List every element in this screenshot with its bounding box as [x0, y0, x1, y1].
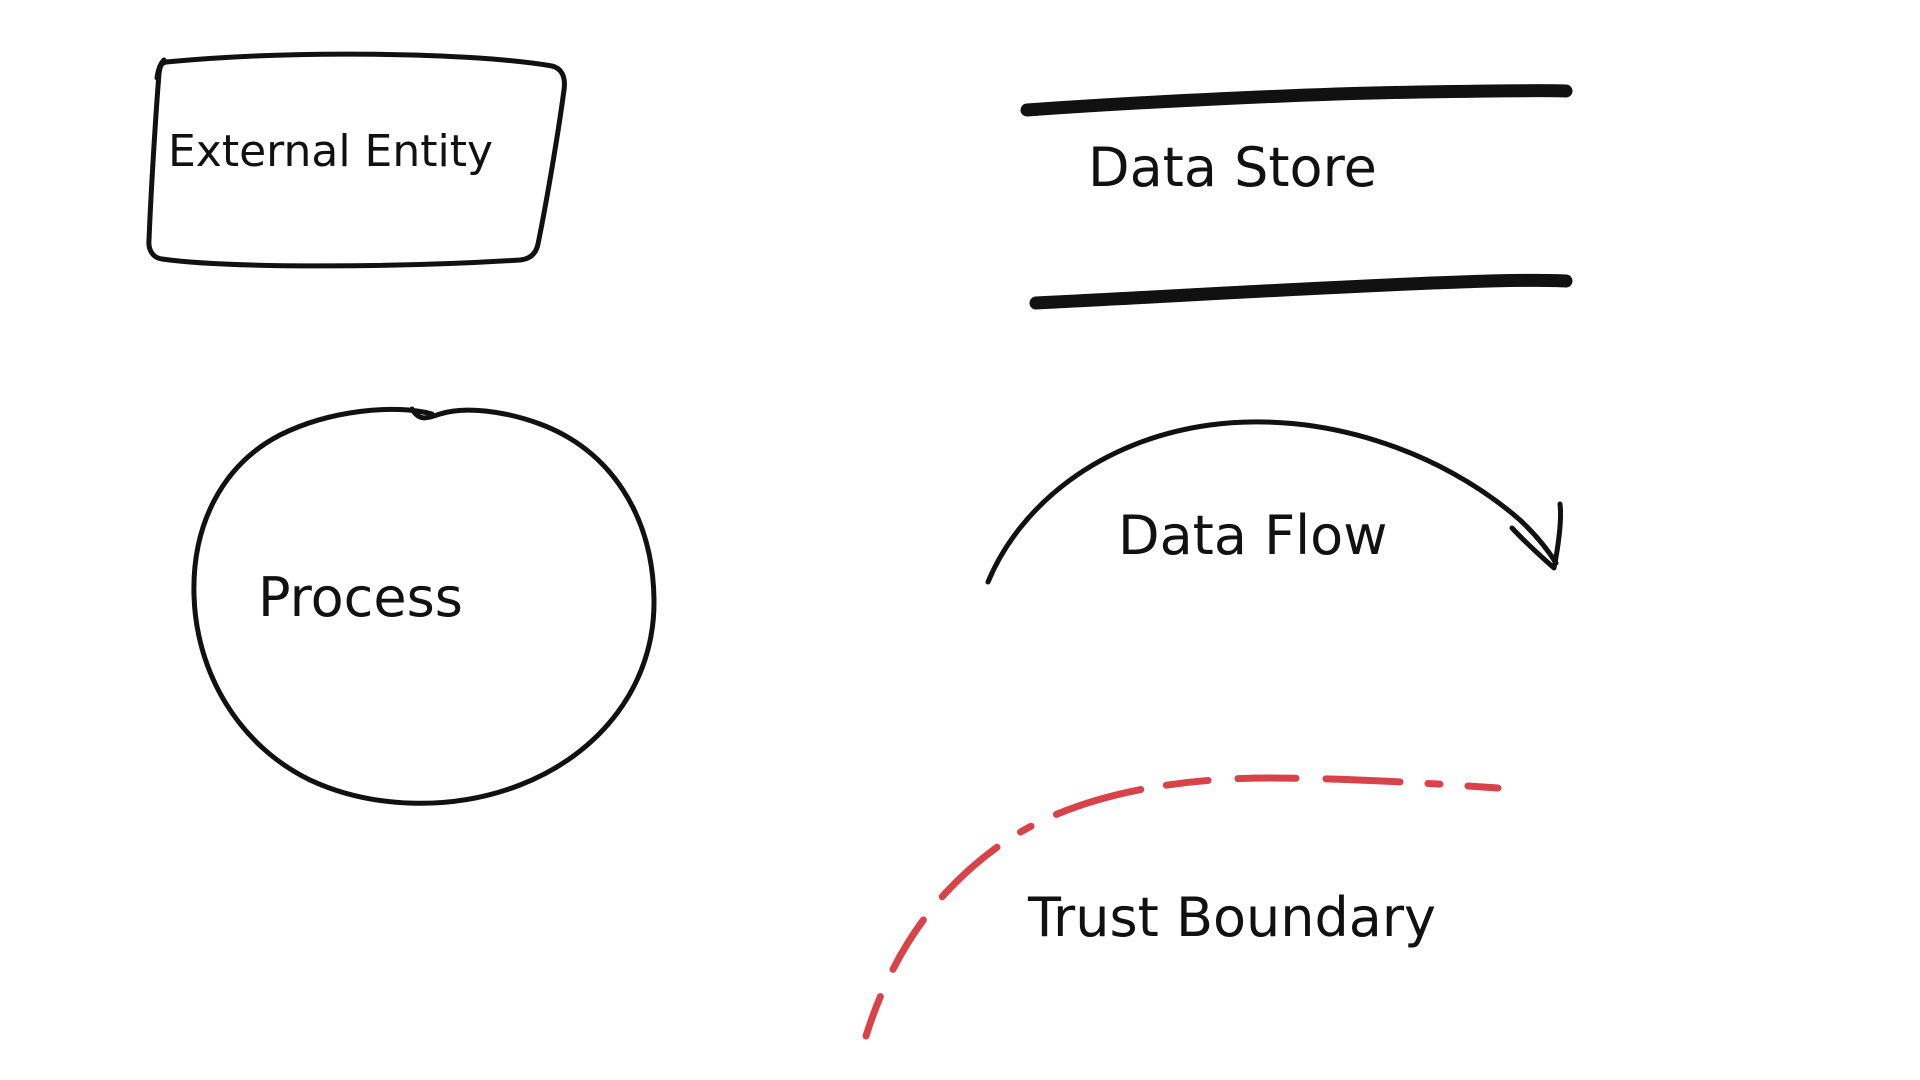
trust-boundary-dashed-curve-shape	[862, 774, 1502, 1040]
external-entity-label: External Entity	[168, 126, 493, 177]
data-store-label: Data Store	[1088, 136, 1377, 199]
trust-boundary-label: Trust Boundary	[1028, 886, 1437, 949]
data-store-top-line-shape	[1020, 84, 1573, 117]
data-store-bottom-line-shape	[1029, 273, 1573, 310]
data-flow-label: Data Flow	[1118, 504, 1388, 567]
data-flow-arc-shape	[985, 419, 1559, 585]
process-circle-shape	[191, 406, 657, 806]
process-label: Process	[258, 566, 463, 629]
external-entity-rectangle-shape	[146, 51, 567, 269]
external-entity-pen-overlap-stroke	[154, 57, 167, 81]
data-flow-arrowhead-shape	[1509, 501, 1564, 571]
